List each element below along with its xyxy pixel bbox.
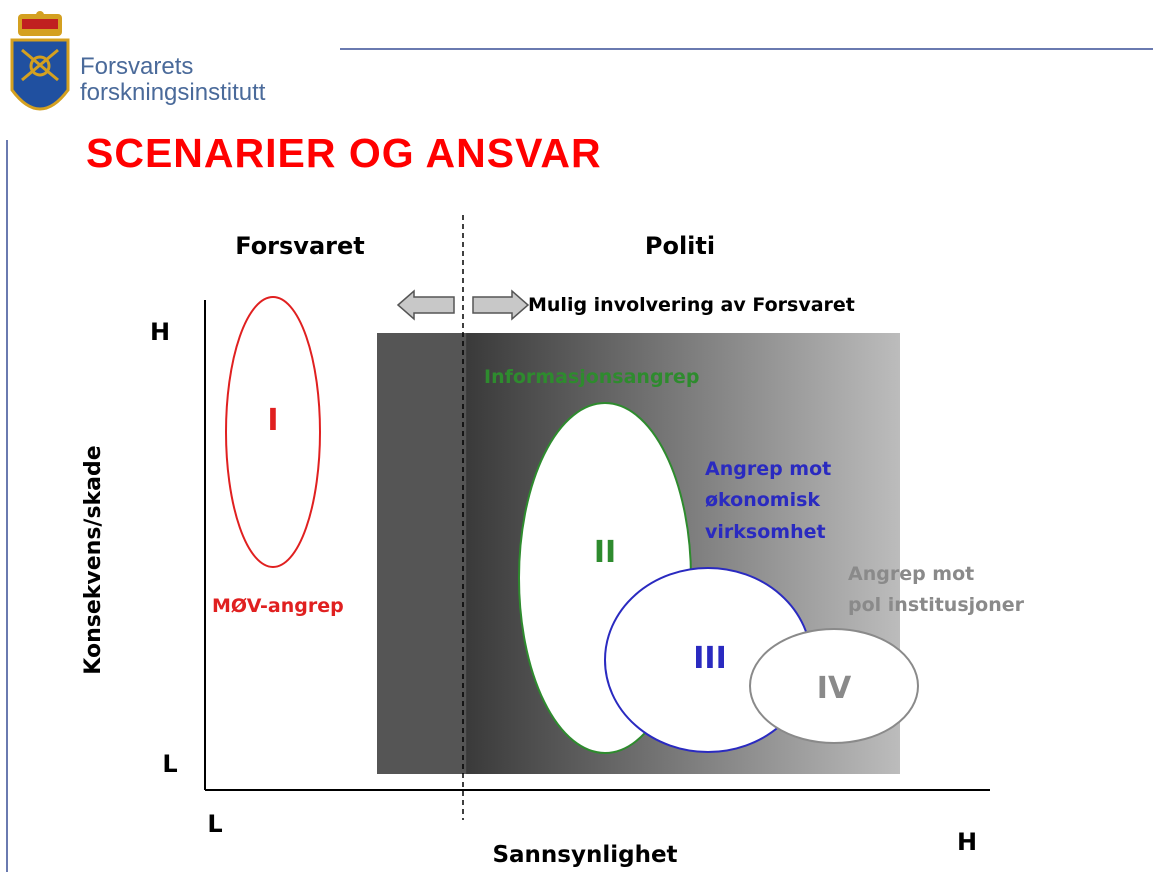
scenario-1-label: MØV-angrep (212, 595, 344, 617)
y-axis-high-label: H (150, 318, 170, 346)
x-axis-title: Sannsynlighet (492, 842, 677, 868)
left-rule (6, 140, 8, 872)
scenario-4-label-line2: pol institusjoner (848, 594, 1025, 616)
arrow-right-icon (472, 289, 530, 321)
header-rule (340, 48, 1153, 50)
organization-name-line2: forskningsinstitutt (80, 79, 266, 106)
scenario-4-ellipse (749, 628, 919, 744)
y-axis-low-label: L (162, 750, 177, 778)
coat-of-arms-icon (10, 11, 70, 111)
scenario-3-label-line1: Angrep mot (705, 458, 831, 480)
scenario-2-numeral: II (594, 535, 616, 570)
slide-title: SCENARIER OG ANSVAR (86, 130, 602, 176)
x-axis-low-label: L (207, 810, 222, 838)
arrow-caption: Mulig involvering av Forsvaret (528, 294, 855, 316)
y-axis-title: Konsekvens/skade (81, 445, 106, 674)
scenario-3-label-line2: økonomisk (705, 489, 820, 511)
organization-name-line1: Forsvarets (80, 53, 194, 80)
scenario-4-numeral: IV (817, 671, 852, 706)
region-label-politi: Politi (645, 232, 715, 260)
scenario-4-label-line1: Angrep mot (848, 563, 974, 585)
scenario-1-numeral: I (267, 403, 278, 438)
region-label-forsvaret: Forsvaret (235, 232, 364, 260)
arrow-left-icon (396, 289, 455, 321)
scenario-2-label: Informasjonsangrep (484, 366, 699, 388)
organization-name: Forsvarets forskningsinstitutt (80, 54, 265, 106)
x-axis-high-label: H (957, 828, 977, 856)
header: Forsvarets forskningsinstitutt (0, 0, 1153, 135)
scenario-3-numeral: III (693, 641, 727, 676)
scenario-3-label-line3: virksomhet (705, 521, 826, 543)
scenario-1-ellipse (225, 296, 321, 568)
